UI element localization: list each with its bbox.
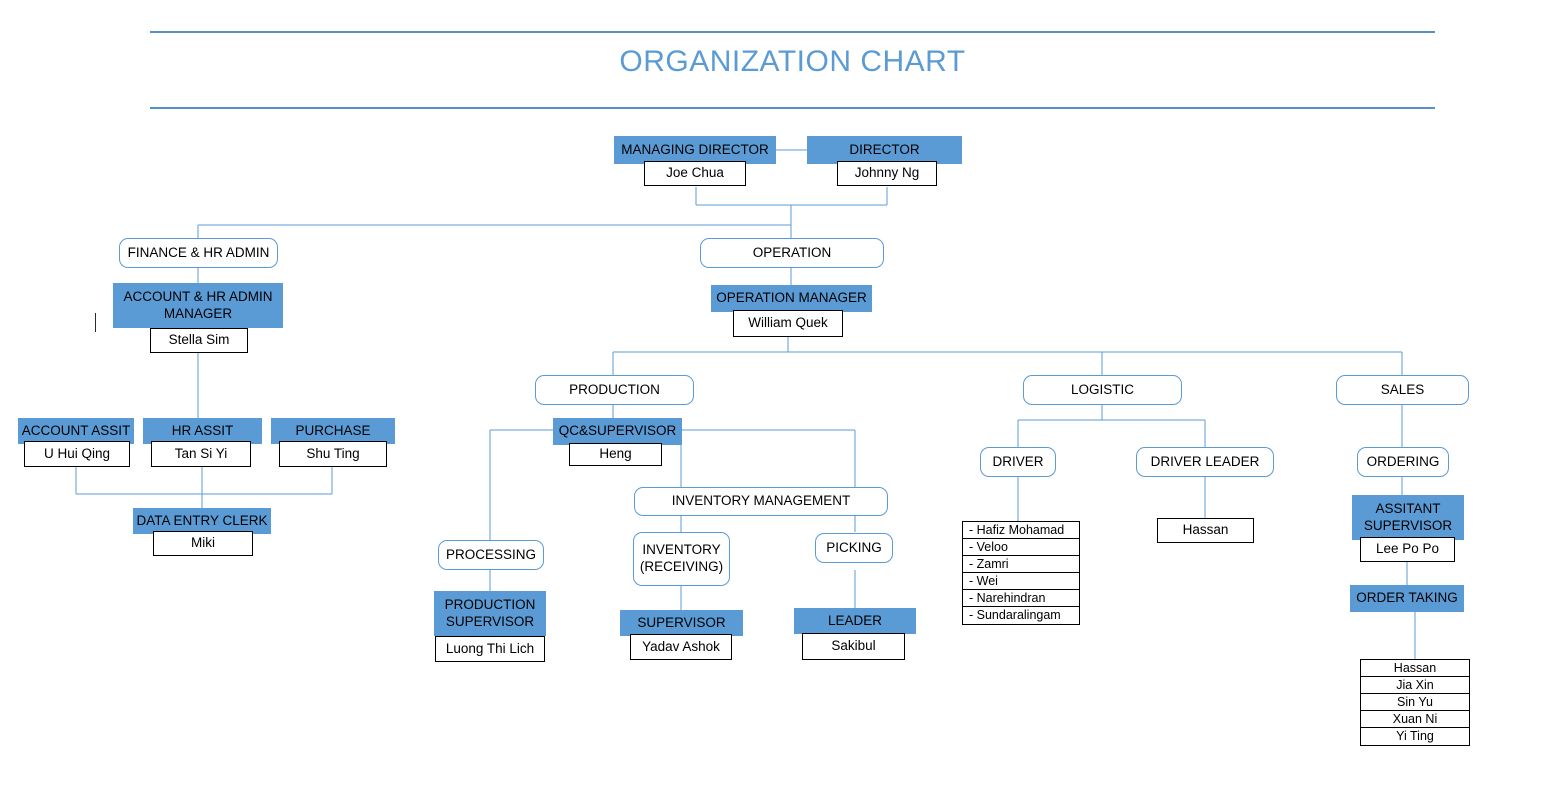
node-account-assit[interactable]: ACCOUNT ASSIT [18,418,134,444]
name-driver-leader[interactable]: Hassan [1157,518,1254,543]
list-item: Hassan [1361,660,1469,677]
name-production-supervisor[interactable]: Luong Thi Lich [435,636,545,662]
name-purchase[interactable]: Shu Ting [279,441,387,467]
node-director[interactable]: DIRECTOR [807,136,962,164]
list-item: Xuan Ni [1361,711,1469,728]
list-item: - Narehindran [963,590,1079,607]
list-item: - Sundaralingam [969,608,1061,622]
node-assitant-supervisor[interactable]: ASSITANT SUPERVISOR [1352,495,1464,540]
header-rule-top [150,31,1435,33]
node-order-taking[interactable]: ORDER TAKING [1350,585,1464,612]
list-item: Jia Xin [1361,677,1469,694]
list-item: Sin Yu [1361,694,1469,711]
node-hr-assit[interactable]: HR ASSIT [143,418,262,444]
node-supervisor[interactable]: SUPERVISOR [620,610,743,636]
list-item: - Zamri [963,556,1079,573]
node-operation-manager[interactable]: OPERATION MANAGER [711,285,872,312]
node-purchase[interactable]: PURCHASE [271,418,395,444]
node-operation[interactable]: OPERATION [700,238,884,268]
name-hr-assit[interactable]: Tan Si Yi [151,441,251,467]
name-managing-director[interactable]: Joe Chua [644,161,746,186]
node-logistic[interactable]: LOGISTIC [1023,375,1182,405]
header-rule-bottom [150,107,1435,109]
name-account-assit[interactable]: U Hui Qing [24,441,130,467]
node-leader[interactable]: LEADER [794,608,916,634]
node-picking[interactable]: PICKING [815,533,893,563]
node-qc-supervisor[interactable]: QC&SUPERVISOR [553,418,682,445]
node-processing[interactable]: PROCESSING [438,540,544,570]
name-leader[interactable]: Sakibul [802,633,905,660]
node-account-hr-admin-manager[interactable]: ACCOUNT & HR ADMIN MANAGER [113,283,283,328]
node-ordering[interactable]: ORDERING [1357,447,1449,477]
node-driver[interactable]: DRIVER [980,447,1056,477]
page-title: ORGANIZATION CHART [619,45,966,78]
list-item: - Hafiz Mohamad [963,522,1079,539]
list-drivers: - Hafiz Mohamad - Veloo - Zamri - Wei - … [962,521,1080,625]
node-production-supervisor[interactable]: PRODUCTION SUPERVISOR [434,591,546,636]
name-account-hr-admin-manager[interactable]: Stella Sim [150,328,248,353]
node-driver-leader[interactable]: DRIVER LEADER [1136,447,1274,477]
stray-tick-mark [95,313,96,332]
node-data-entry-clerk[interactable]: DATA ENTRY CLERK [133,508,271,534]
node-sales[interactable]: SALES [1336,375,1469,405]
name-operation-manager[interactable]: William Quek [733,310,843,337]
node-finance-hr-admin[interactable]: FINANCE & HR ADMIN [119,238,278,268]
node-managing-director[interactable]: MANAGING DIRECTOR [614,136,776,164]
name-data-entry-clerk[interactable]: Miki [153,531,253,556]
list-item: - Wei [963,573,1079,590]
node-inventory-management[interactable]: INVENTORY MANAGEMENT [634,487,888,516]
list-item: Yi Ting [1396,729,1434,743]
name-director[interactable]: Johnny Ng [837,161,937,186]
list-order-takers: Hassan Jia Xin Sin Yu Xuan Ni Yi Ting [1360,659,1470,746]
list-item: - Veloo [963,539,1079,556]
node-inventory-receiving[interactable]: INVENTORY (RECEIVING) [633,532,730,586]
name-supervisor[interactable]: Yadav Ashok [630,634,732,660]
node-production[interactable]: PRODUCTION [535,375,694,405]
name-qc-supervisor[interactable]: Heng [569,443,662,466]
name-assitant-supervisor[interactable]: Lee Po Po [1360,537,1455,562]
